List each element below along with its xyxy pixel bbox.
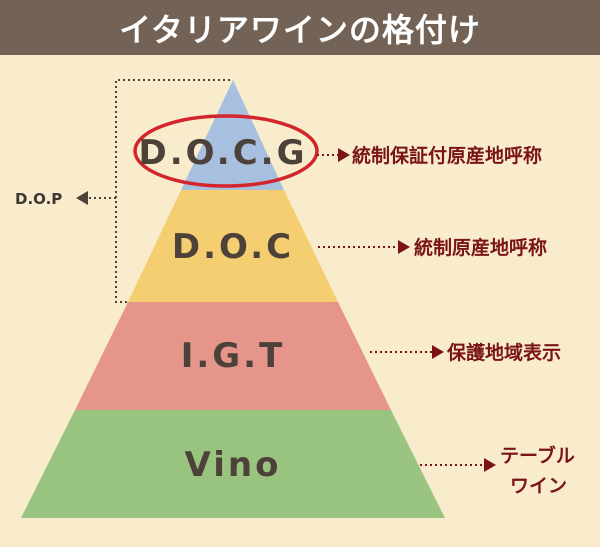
level-label-docg: D.O.C.G: [139, 133, 308, 173]
docg-highlight-ellipse: [133, 114, 319, 188]
desc-doc: 統制原産地呼称: [414, 236, 547, 259]
arrow-igt: [370, 345, 444, 359]
level-label-vino: Vino: [185, 445, 282, 485]
desc-vino-line1: テーブル: [500, 444, 575, 467]
tier-docg: [181, 80, 284, 190]
level-label-doc: D.O.C: [172, 227, 294, 267]
page-title: イタリアワインの格付け: [119, 10, 481, 49]
level-label-igt: I.G.T: [181, 336, 286, 376]
arrow-doc: [318, 240, 410, 254]
title-bar: イタリアワインの格付け: [0, 0, 600, 55]
arrow-docg: [317, 148, 350, 162]
dop-label: D.O.P: [15, 190, 62, 208]
desc-docg: 統制保証付原産地呼称: [352, 144, 542, 167]
tier-doc: [128, 190, 338, 302]
dop-bracket: [76, 79, 230, 303]
tier-vino: [21, 410, 445, 518]
desc-vino-line2: ワイン: [510, 475, 567, 497]
arrow-vino: [420, 458, 496, 472]
dop-arrow-head: [76, 191, 88, 205]
desc-igt: 保護地域表示: [446, 341, 561, 364]
tier-igt: [75, 302, 391, 410]
